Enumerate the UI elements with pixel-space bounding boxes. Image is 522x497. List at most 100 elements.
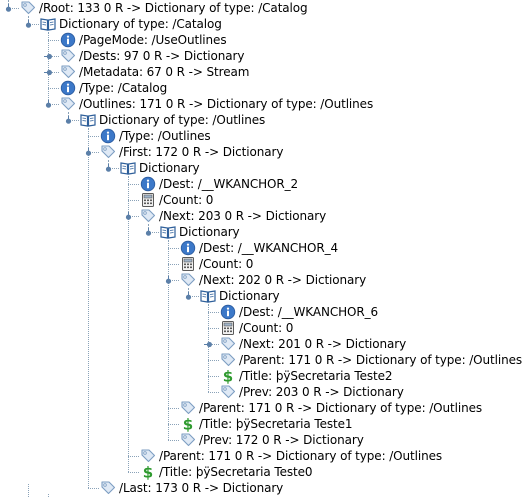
tree-node[interactable]: /Prev: 172 0 R -> Dictionary: [180, 432, 364, 448]
tree-node[interactable]: /Dest: /__WKANCHOR_2: [140, 176, 298, 192]
expand-handle-expanded[interactable]: [184, 292, 193, 301]
tree-node[interactable]: $ /Title: þÿSecretaria Teste0: [140, 464, 313, 482]
tree-connector-horizontal: [208, 344, 219, 345]
expand-handle-expanded[interactable]: [24, 20, 33, 29]
tree-node[interactable]: /Parent: 171 0 R -> Dictionary of type: …: [140, 448, 442, 464]
tree-connector-horizontal: [208, 360, 219, 361]
expand-handle-expanded[interactable]: [144, 228, 153, 237]
expand-handle-expanded[interactable]: [4, 4, 13, 13]
tree-connector-horizontal: [48, 72, 59, 73]
tree-node[interactable]: /Dests: 97 0 R -> Dictionary: [60, 48, 244, 64]
tree-node[interactable]: /Type: /Outlines: [100, 128, 211, 144]
tree-connector-vertical: [128, 176, 129, 472]
tag-icon: [180, 432, 196, 448]
tree-connector-vertical: [208, 304, 209, 392]
info-icon: [60, 80, 76, 96]
tree-node[interactable]: /Count: 0: [180, 256, 253, 272]
tree-connector-vertical: [168, 240, 169, 440]
tree-node[interactable]: Dictionary: [160, 224, 240, 240]
tree-connector-horizontal: [108, 168, 119, 169]
tree-connector-vertical: [48, 494, 49, 497]
dollar-icon: $: [140, 464, 156, 482]
tree-node-label: /Next: 202 0 R -> Dictionary: [199, 273, 367, 287]
tree-node[interactable]: Dictionary: [200, 288, 280, 304]
tree-connector-horizontal: [128, 216, 139, 217]
tree-node-label: /Next: 201 0 R -> Dictionary: [239, 337, 407, 351]
tree-connector-horizontal: [68, 120, 79, 121]
expand-handle-expanded[interactable]: [44, 100, 53, 109]
tree-node[interactable]: /Next: 203 0 R -> Dictionary: [140, 208, 326, 224]
tree-connector-horizontal: [48, 40, 59, 41]
tree-connector-horizontal: [208, 376, 219, 377]
tree-node[interactable]: Dictionary of type: /Outlines: [80, 112, 265, 128]
tree-connector-horizontal: [128, 200, 139, 201]
tag-icon: [180, 272, 196, 288]
tree-node-label: /Prev: 203 0 R -> Dictionary: [239, 385, 404, 399]
tree-node-label: Dictionary: [139, 161, 200, 175]
tag-icon: [140, 208, 156, 224]
tree-node[interactable]: /Outlines: 171 0 R -> Dictionary of type…: [60, 96, 373, 112]
tree-connector-horizontal: [208, 328, 219, 329]
expand-handle-collapsed[interactable]: [44, 68, 53, 77]
expand-handle-expanded[interactable]: [84, 148, 93, 157]
tree-connector-horizontal: [128, 472, 139, 473]
tree-node[interactable]: Dictionary of type: /Catalog: [40, 16, 222, 32]
expand-handle-collapsed[interactable]: [44, 52, 53, 61]
tree-node-label: /Dest: /__WKANCHOR_2: [159, 177, 299, 191]
tree-node[interactable]: /Metadata: 67 0 R -> Stream: [60, 64, 249, 80]
expand-handle-expanded[interactable]: [124, 212, 133, 221]
svg-text:$: $: [143, 464, 153, 482]
info-icon: [100, 128, 116, 144]
tree-connector-horizontal: [128, 456, 139, 457]
book-icon: [200, 288, 216, 304]
tree-node-label: /Title: þÿSecretaria Teste2: [239, 369, 393, 383]
tag-icon: [60, 48, 76, 64]
tree-node-label: /Title: þÿSecretaria Teste0: [159, 465, 313, 479]
tree-node[interactable]: /Count: 0: [220, 320, 293, 336]
expand-handle-expanded[interactable]: [104, 164, 113, 173]
tree-connector-horizontal: [128, 184, 139, 185]
tree-connector-vertical: [28, 484, 29, 497]
tree-node-label: /Count: 0: [199, 257, 254, 271]
dollar-icon: $: [220, 368, 236, 386]
info-icon: [140, 176, 156, 192]
tree-node-label: /Dest: /__WKANCHOR_6: [239, 305, 379, 319]
tree-node[interactable]: /Parent: 171 0 R -> Dictionary of type: …: [220, 352, 522, 368]
expand-handle-collapsed[interactable]: [204, 340, 213, 349]
tree-node[interactable]: Dictionary: [120, 160, 200, 176]
tag-icon: [100, 480, 116, 496]
tree-node[interactable]: /Root: 133 0 R -> Dictionary of type: /C…: [20, 0, 308, 16]
tree-node[interactable]: /Next: 202 0 R -> Dictionary: [180, 272, 366, 288]
tree-node[interactable]: $/Title: þÿSecretaria Teste1: [180, 416, 353, 434]
tree-node[interactable]: /Dest: /__WKANCHOR_4: [180, 240, 338, 256]
book-icon: [40, 16, 56, 32]
tree-node-label: Dictionary of type: /Catalog: [59, 17, 222, 31]
tree-connector-horizontal: [48, 88, 59, 89]
object-tree: /Root: 133 0 R -> Dictionary of type: /C…: [4, 0, 522, 497]
expand-handle-expanded[interactable]: [64, 116, 73, 125]
tree-node[interactable]: /PageMode: /UseOutlines: [60, 32, 227, 48]
tag-icon: [60, 64, 76, 80]
calculator-icon: [180, 256, 196, 272]
tree-node[interactable]: /Parent: 171 0 R -> Dictionary of type: …: [180, 400, 482, 416]
tree-node[interactable]: /Count: 0: [140, 192, 213, 208]
tree-node[interactable]: /Next: 201 0 R -> Dictionary: [220, 336, 406, 352]
tree-connector-horizontal: [88, 152, 99, 153]
tree-node[interactable]: /Prev: 203 0 R -> Dictionary: [220, 384, 404, 400]
tree-node-label: /Count: 0: [159, 193, 214, 207]
tree-connector-horizontal: [168, 264, 179, 265]
tree-connector-horizontal: [168, 280, 179, 281]
info-icon: [180, 240, 196, 256]
tree-connector-horizontal: [208, 312, 219, 313]
tree-connector-horizontal: [168, 248, 179, 249]
tree-node[interactable]: /First: 172 0 R -> Dictionary: [100, 144, 283, 160]
tree-connector-horizontal: [148, 232, 159, 233]
expand-handle-expanded[interactable]: [164, 276, 173, 285]
tree-connector-vertical: [48, 32, 49, 104]
tree-node[interactable]: /Last: 173 0 R -> Dictionary: [100, 480, 283, 496]
tree-node[interactable]: $/Title: þÿSecretaria Teste2: [220, 368, 393, 386]
tree-node[interactable]: /Type: /Catalog: [60, 80, 167, 96]
tree-node[interactable]: /Dest: /__WKANCHOR_6: [220, 304, 378, 320]
tree-node-label: /Dests: 97 0 R -> Dictionary: [79, 49, 245, 63]
tag-icon: [60, 96, 76, 112]
